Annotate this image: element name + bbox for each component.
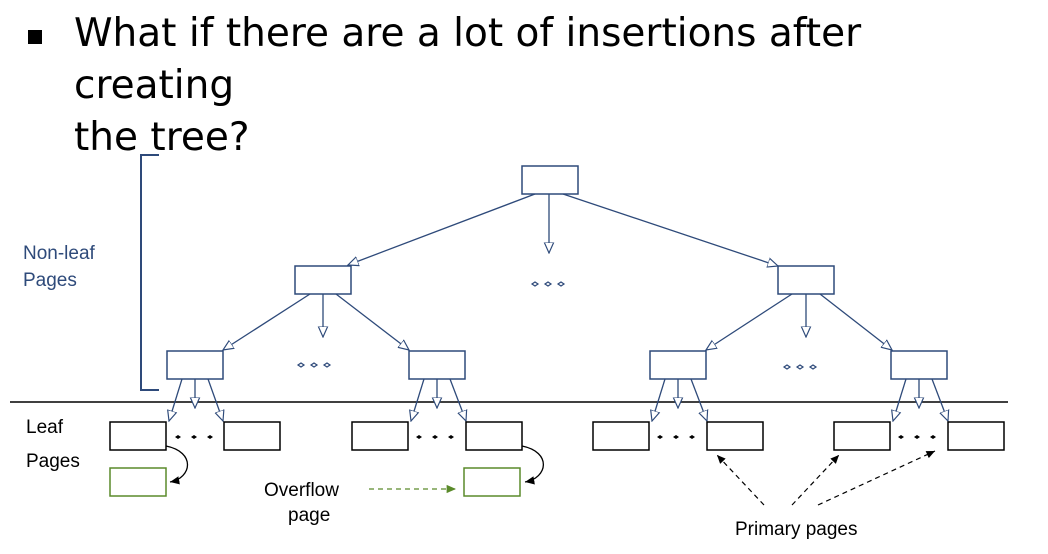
overflow-page-1	[109, 467, 167, 497]
level3-edges	[169, 378, 948, 421]
overflow-page-2	[463, 467, 521, 497]
level3-node-4	[890, 350, 948, 380]
level2-edges	[223, 293, 892, 350]
primary-pages-label: Primary pages	[735, 519, 858, 540]
nonleaf-label-line1: Non-leaf	[23, 243, 96, 264]
leaf-node-2	[223, 421, 281, 451]
level3-node-1	[166, 350, 224, 380]
heading-line-2: the tree?	[74, 115, 250, 160]
leaf-ellipsis	[175, 435, 936, 439]
overflow-link-arrow-2	[521, 445, 544, 485]
leaf-node-3	[351, 421, 409, 451]
nonleaf-label-line2: Pages	[23, 270, 77, 291]
root-node	[521, 165, 579, 195]
level2-node-left	[294, 265, 352, 295]
bullet-square-icon	[28, 30, 42, 44]
leaf-label-line1: Leaf	[26, 417, 64, 438]
leaf-node-5	[592, 421, 650, 451]
root-edges	[348, 193, 778, 266]
slide-heading: What if there are a lot of insertions af…	[74, 8, 1028, 164]
level2-node-right	[777, 265, 835, 295]
leaf-node-7	[833, 421, 891, 451]
overflow-link-arrow-1	[165, 445, 188, 485]
leaf-node-1	[109, 421, 167, 451]
nonleaf-ellipsis	[296, 281, 818, 370]
overflow-label-line2: page	[288, 505, 330, 526]
leaf-node-6	[706, 421, 764, 451]
primary-pointer-arrows	[716, 450, 936, 506]
leaf-node-4	[465, 421, 523, 451]
heading-line-1: What if there are a lot of insertions af…	[74, 11, 862, 108]
leaf-nodes	[109, 421, 1005, 451]
level3-node-3	[649, 350, 707, 380]
nonleaf-bracket	[140, 154, 159, 391]
level3-node-2	[408, 350, 466, 380]
leaf-label-line2: Pages	[26, 451, 80, 472]
leaf-node-8	[947, 421, 1005, 451]
overflow-label-line1: Overflow	[264, 480, 339, 501]
